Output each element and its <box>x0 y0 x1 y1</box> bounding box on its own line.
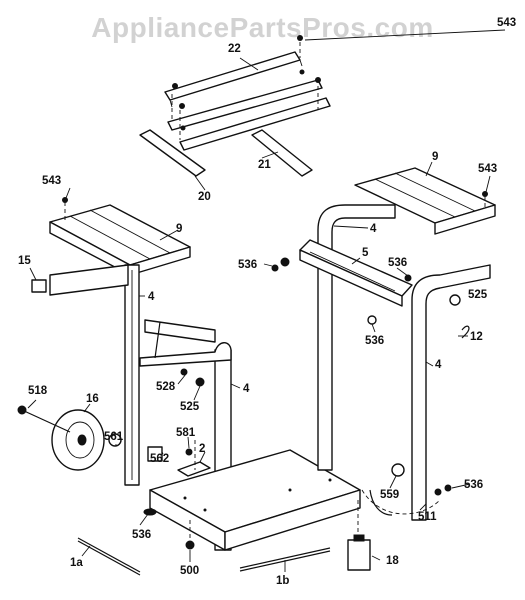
shelf-bracket-right <box>251 129 313 177</box>
spacer <box>147 446 163 462</box>
callout-1b: 1b <box>276 575 289 587</box>
callout-525-mid: 525 <box>180 401 200 413</box>
shelf-bracket-left <box>139 129 206 177</box>
right-rear-leg <box>317 204 396 471</box>
callout-536-d: 536 <box>464 479 483 491</box>
callout-543-top: 543 <box>497 17 516 29</box>
callout-536-a: 536 <box>238 259 257 271</box>
callout-labels: 543 22 20 21 543 9 15 4 9 543 4 5 536 53… <box>18 17 516 587</box>
hose-fitting <box>391 463 405 477</box>
callout-518: 518 <box>28 385 48 397</box>
callout-9-left: 9 <box>176 223 182 235</box>
callout-16: 16 <box>86 393 99 405</box>
callout-1a: 1a <box>70 557 83 569</box>
rod-1b <box>239 547 331 569</box>
left-top-rail <box>139 342 232 367</box>
callout-12: 12 <box>470 331 483 343</box>
left-shelf-support <box>49 264 129 296</box>
callout-5: 5 <box>362 247 369 259</box>
callout-525-right: 525 <box>468 289 488 301</box>
axle-nut <box>108 433 122 447</box>
callout-500: 500 <box>180 565 199 577</box>
callout-528: 528 <box>156 381 176 393</box>
callout-581: 581 <box>176 427 196 439</box>
regulator <box>347 539 371 571</box>
callout-15: 15 <box>18 255 31 267</box>
rod-1a <box>77 537 141 573</box>
callout-543-right: 543 <box>478 163 497 175</box>
handle-bar <box>144 319 216 343</box>
callout-4-center: 4 <box>243 383 250 395</box>
axle <box>21 409 71 433</box>
callout-9-right: 9 <box>432 151 438 163</box>
cross-brace-front <box>299 249 403 307</box>
callout-21: 21 <box>258 159 271 171</box>
shelf-slat-2 <box>167 79 323 131</box>
wheel-assembly <box>17 405 163 471</box>
callout-536-e: 536 <box>132 529 151 541</box>
rod-1a-edge <box>77 540 141 576</box>
gas-line-assembly <box>347 463 452 571</box>
callout-22: 22 <box>228 43 241 55</box>
right-front-leg <box>411 264 491 521</box>
callout-20: 20 <box>198 191 211 203</box>
leader-lines <box>27 29 506 572</box>
right-leg-frame <box>271 204 491 521</box>
callout-561: 561 <box>104 431 124 443</box>
end-cap <box>31 279 47 293</box>
callout-536-b: 536 <box>388 257 407 269</box>
callout-543-left: 543 <box>42 175 61 187</box>
callout-562: 562 <box>150 453 169 465</box>
callout-4-right-back: 4 <box>370 223 377 235</box>
bottom-shelf-side <box>224 489 361 551</box>
bottom-shelf <box>143 440 361 551</box>
callout-559: 559 <box>380 489 399 501</box>
callout-4-right: 4 <box>435 359 442 371</box>
watermark: AppliancePartsPros.com <box>91 12 434 43</box>
top-shelf-assembly <box>139 35 331 177</box>
callout-18: 18 <box>386 555 399 567</box>
shelf-slat-3 <box>179 97 331 151</box>
mounting-bracket <box>177 461 211 477</box>
callout-2: 2 <box>199 443 205 455</box>
callout-511: 511 <box>418 511 437 523</box>
callout-536-c: 536 <box>365 335 384 347</box>
right-side-shelf <box>354 167 496 235</box>
callout-4-left: 4 <box>148 291 155 303</box>
